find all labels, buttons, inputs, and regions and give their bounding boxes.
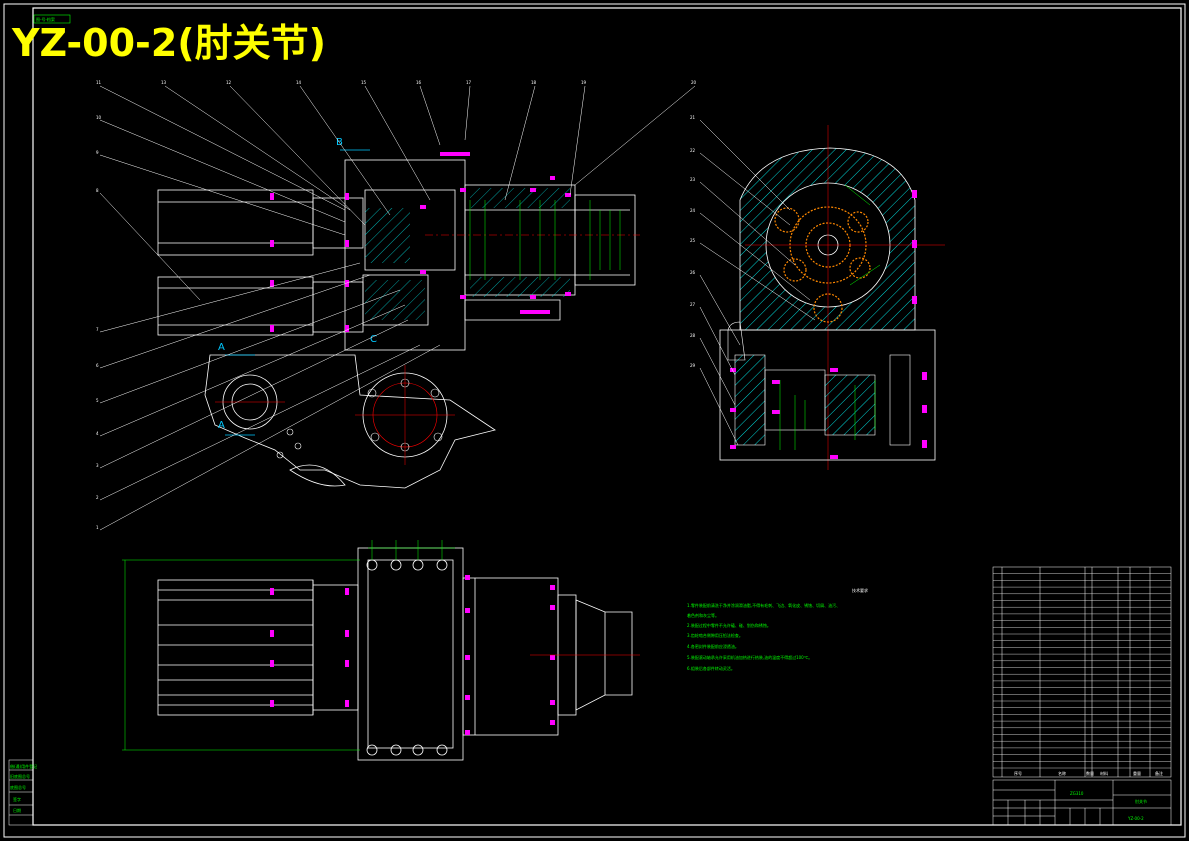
- front-bolts: [270, 152, 571, 332]
- svg-text:18: 18: [531, 80, 537, 85]
- svg-text:19: 19: [581, 80, 587, 85]
- svg-text:1: 1: [96, 525, 99, 530]
- svg-text:序号: 序号: [1014, 770, 1022, 776]
- inner-frame: [32, 7, 1182, 826]
- stamp-1: 借(通)用件登记: [10, 763, 37, 769]
- top-view-bolts: [270, 575, 555, 735]
- svg-text:22: 22: [690, 148, 696, 153]
- title-block: [992, 779, 1172, 826]
- drawing-title: YZ-00-2(肘关节): [11, 21, 326, 65]
- svg-text:24: 24: [690, 208, 696, 213]
- svg-text:14: 14: [296, 80, 302, 85]
- leaders-side: [699, 119, 816, 446]
- top-view-dims: [122, 540, 455, 751]
- svg-text:15: 15: [361, 80, 367, 85]
- side-dimensions: [779, 184, 881, 450]
- svg-text:7: 7: [96, 327, 99, 332]
- side-bolts: [730, 190, 927, 459]
- top-view: [157, 547, 633, 761]
- svg-text:29: 29: [690, 363, 696, 368]
- flange-hatch: [470, 188, 570, 208]
- svg-text:10: 10: [96, 115, 102, 120]
- outer-frame: [3, 3, 1186, 838]
- svg-text:13: 13: [161, 80, 167, 85]
- section-a-mark-2: A: [218, 420, 225, 431]
- title-block-drawing-no: YZ-00-2: [1127, 816, 1144, 821]
- svg-text:数量: 数量: [1086, 770, 1094, 776]
- title-block-name: 肘关节: [1135, 798, 1147, 804]
- svg-text:9: 9: [96, 150, 99, 155]
- svg-text:23: 23: [690, 177, 696, 182]
- note-line-4: 3.齿轮啮合侧隙用压铅法检查。: [687, 632, 743, 638]
- balloon-labels-front: 11 10 9 8 7 6 5 4 3 2 1 13 12 14 15 16 1…: [96, 80, 697, 530]
- left-stamp: [8, 759, 34, 826]
- svg-text:12: 12: [226, 80, 232, 85]
- balloon-labels-side: 21 22 23 24 25 26 27 28 29: [690, 115, 696, 368]
- svg-text:16: 16: [416, 80, 422, 85]
- svg-text:17: 17: [466, 80, 472, 85]
- side-view: [719, 125, 945, 470]
- title-block-material: ZG310: [1070, 791, 1084, 796]
- housing-hatch: [365, 208, 410, 263]
- svg-text:4: 4: [96, 431, 99, 436]
- svg-text:重量: 重量: [1133, 770, 1141, 776]
- svg-text:25: 25: [690, 238, 696, 243]
- leaders-front: [99, 85, 696, 531]
- svg-text:20: 20: [691, 80, 697, 85]
- notes-heading: 技术要求: [852, 587, 868, 593]
- svg-text:5: 5: [96, 398, 99, 403]
- note-line-6: 5.装配滚动轴承允许采用机油加热进行热装,油的温度不得超过100℃。: [687, 654, 812, 660]
- section-c-mark: C: [370, 334, 377, 345]
- front-dimensions: [469, 200, 621, 280]
- note-line-5: 4.各密封件装配前应浸透油。: [687, 643, 739, 649]
- bearing-hatch: [365, 280, 425, 320]
- section-a-mark: A: [218, 342, 225, 353]
- svg-text:6: 6: [96, 363, 99, 368]
- svg-text:名称: 名称: [1058, 770, 1066, 776]
- svg-text:3: 3: [96, 463, 99, 468]
- flange-hatch-2: [470, 277, 570, 297]
- svg-text:28: 28: [690, 333, 696, 338]
- svg-text:21: 21: [690, 115, 696, 120]
- bom-table: [992, 566, 1172, 778]
- stamp-3: 底图总号: [10, 784, 26, 790]
- svg-text:备注: 备注: [1155, 770, 1163, 776]
- bom-header: 序号 名称 数量 材料 重量 备注: [1014, 770, 1163, 776]
- svg-text:26: 26: [690, 270, 696, 275]
- note-line-3: 2.装配过程中零件不允许磕、碰、划伤和锈蚀。: [687, 622, 771, 628]
- svg-text:2: 2: [96, 495, 99, 500]
- svg-text:11: 11: [96, 80, 102, 85]
- bom-rows: [993, 573, 1171, 769]
- stamp-5: 日期: [13, 807, 21, 813]
- corner-tag-box: [33, 14, 71, 24]
- corner-tag: 图-号-档案: [36, 16, 55, 22]
- svg-text:27: 27: [690, 302, 696, 307]
- note-line-1: 1.零件装配前清洗干净并涂润滑油脂,不得有毛刺、飞边、氧化皮、锈蚀、切屑、油污、: [687, 602, 840, 608]
- note-line-7: 6.组装后各部件转动灵活。: [687, 665, 735, 671]
- note-line-2: 着色剂和灰尘等。: [687, 612, 719, 618]
- stamp-4: 签字: [13, 796, 21, 802]
- svg-text:材料: 材料: [1100, 770, 1108, 776]
- stamp-2: 旧底图总号: [10, 773, 30, 779]
- svg-text:8: 8: [96, 188, 99, 193]
